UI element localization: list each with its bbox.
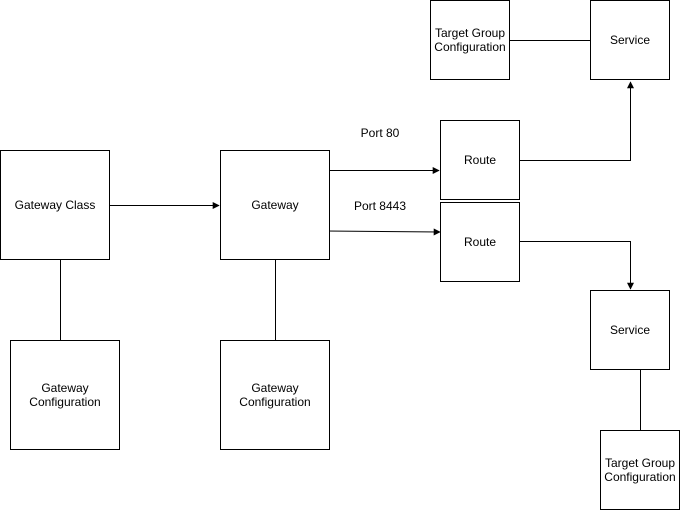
node-gateway[interactable]: Gateway [220, 150, 330, 260]
node-route-port-8443-label: Route [464, 235, 496, 249]
node-target-group-bottom-line1: Target Group [605, 456, 675, 470]
node-route-port-80-label: Route [464, 153, 496, 167]
edge-route-80-to-service-top [520, 81, 634, 161]
node-gateway-class-configuration[interactable]: Gateway Configuration [10, 340, 120, 450]
edge-route-8443-to-service-bottom [520, 241, 634, 290]
node-gateway-class-configuration-line1: Gateway [41, 381, 88, 395]
edge-label-port-80: Port 80 [361, 126, 400, 140]
edge-gateway-to-route-8443 [325, 228, 441, 236]
node-gateway-class-label: Gateway Class [15, 198, 96, 212]
node-gateway-configuration-line2: Configuration [239, 395, 310, 409]
node-route-port-80[interactable]: Route [440, 120, 520, 200]
node-route-port-8443[interactable]: Route [440, 202, 520, 282]
node-target-group-top-line1: Target Group [435, 26, 505, 40]
node-service-top-label: Service [610, 33, 650, 47]
node-target-group-configuration-top[interactable]: Target Group Configuration [430, 0, 510, 80]
node-service-top[interactable]: Service [590, 0, 670, 80]
node-target-group-bottom-line2: Configuration [604, 470, 675, 484]
node-gateway-class[interactable]: Gateway Class [0, 150, 110, 260]
node-target-group-top-line2: Configuration [434, 40, 505, 54]
node-gateway-label: Gateway [251, 198, 298, 212]
node-gateway-class-configuration-line2: Configuration [29, 395, 100, 409]
node-gateway-configuration[interactable]: Gateway Configuration [220, 340, 330, 450]
node-gateway-configuration-line1: Gateway [251, 381, 298, 395]
connectors [60, 40, 641, 430]
node-service-bottom[interactable]: Service [590, 290, 670, 370]
node-service-bottom-label: Service [610, 323, 650, 337]
edge-label-port-8443: Port 8443 [354, 199, 406, 213]
node-target-group-configuration-bottom[interactable]: Target Group Configuration [600, 430, 680, 510]
